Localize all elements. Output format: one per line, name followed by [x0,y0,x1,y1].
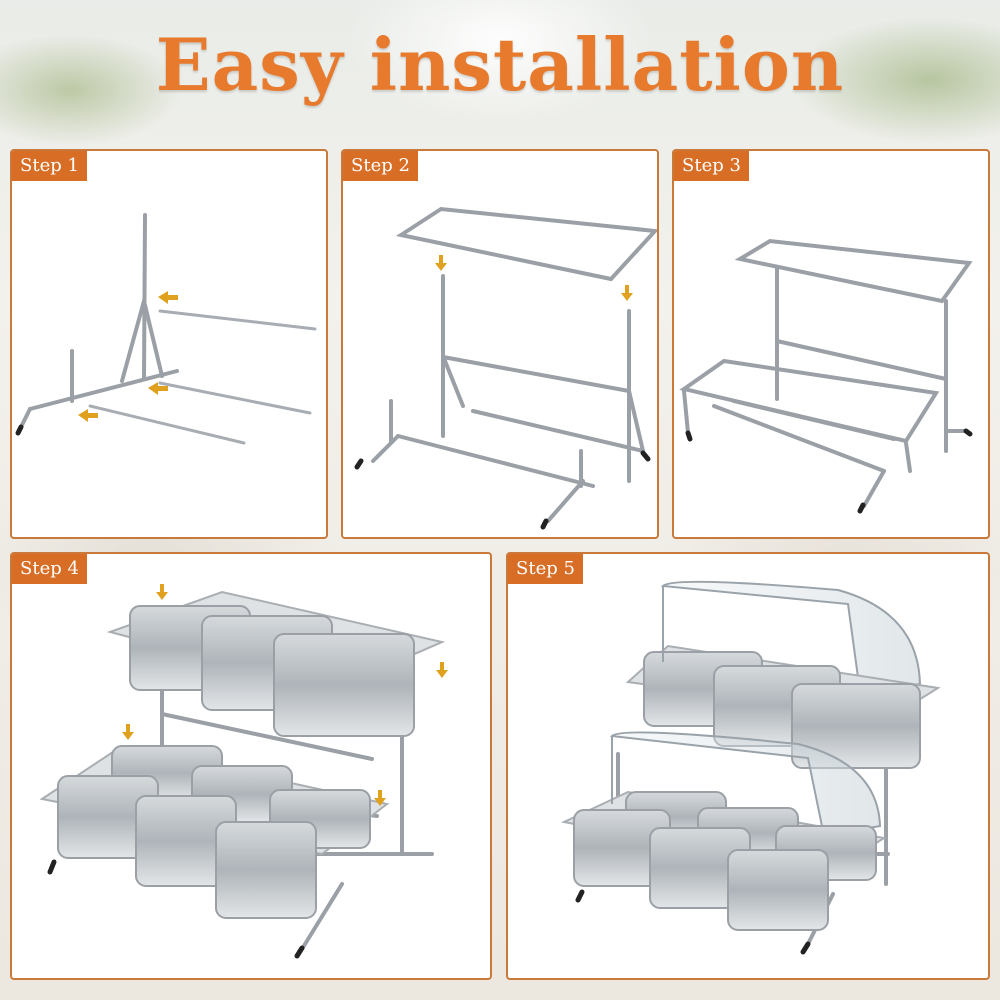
step-1-panel: Step 1 [10,149,328,539]
arrow-icon [148,382,168,395]
step-4-illustration [39,584,448,959]
arrow-icon [435,255,447,271]
step-5-panel: Step 5 [506,552,990,980]
step-2-panel: Step 2 [341,149,659,539]
step-1-label: Step 1 [12,151,87,181]
step-5-label: Step 5 [508,554,583,584]
step-2-label: Step 2 [343,151,418,181]
arrow-icon [436,662,448,678]
arrow-icon [122,724,134,740]
arrow-icon [158,291,178,304]
step-1-illustration [15,213,317,445]
page-title: Easy installation [155,22,845,107]
step-3-panel: Step 3 [672,149,990,539]
step-4-label: Step 4 [12,554,87,584]
step-2-illustration [354,206,657,530]
arrow-icon [78,409,98,422]
arrow-icon [156,584,168,600]
step-5-illustration [560,580,941,955]
step-3-illustration [679,238,973,514]
step-4-panel: Step 4 [10,552,492,980]
step-3-label: Step 3 [674,151,749,181]
arrow-icon [621,285,633,301]
arrow-icon [374,790,386,806]
